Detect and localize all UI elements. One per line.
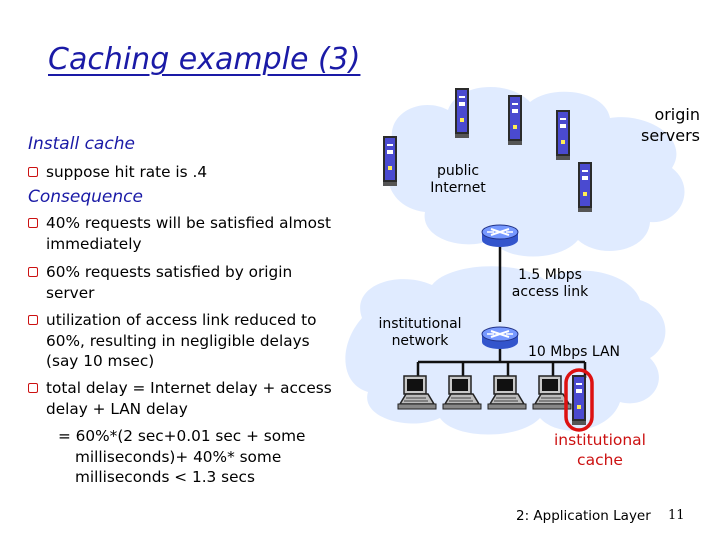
page-number: 11: [668, 508, 685, 523]
bullet-text: utilization of access link reduced to 60…: [46, 311, 317, 370]
bullet-marker: [28, 315, 38, 325]
access-link-label: 1.5 Mbps access link: [511, 267, 589, 300]
institutional-network-label: institutional network: [378, 316, 462, 349]
origin-server-icon: [578, 162, 592, 212]
origin-server-icon: [455, 88, 469, 138]
section-install-cache: Install cache: [28, 134, 135, 154]
public-internet-label: public Internet: [430, 163, 486, 196]
bullet-marker: [28, 218, 38, 228]
bullet-text: 60% requests satisfied by origin server: [46, 263, 293, 302]
lan-label: 10 Mbps LAN: [528, 344, 621, 360]
bullet-marker: [28, 383, 38, 393]
institutional-router-icon: [481, 326, 519, 350]
footer-chapter: 2: Application Layer: [516, 508, 651, 524]
bullet-text: total delay = Internet delay + access de…: [46, 379, 332, 418]
bullet-marker: [28, 267, 38, 277]
origin-servers-text: origin servers: [641, 105, 700, 145]
bullet-marker: [28, 167, 38, 177]
origin-server-icon: [508, 95, 522, 145]
origin-servers-label: origin servers: [580, 104, 700, 146]
total-delay-formula: = 60%*(2 sec+0.01 sec + some millisecond…: [58, 427, 306, 486]
slide-title: Caching example (3): [48, 42, 361, 77]
internet-router-icon: [481, 224, 519, 248]
section-consequence: Consequence: [28, 187, 143, 207]
cache-server-icon: [572, 375, 586, 425]
bullet-text: suppose hit rate is .4: [46, 163, 208, 181]
institutional-cache-label: institutional cache: [554, 431, 646, 469]
origin-server-icon: [383, 136, 397, 186]
cache-highlight-circle: [564, 368, 594, 432]
origin-server-icon: [556, 110, 570, 160]
bullet-text: 40% requests will be satisfied almost im…: [46, 214, 331, 253]
